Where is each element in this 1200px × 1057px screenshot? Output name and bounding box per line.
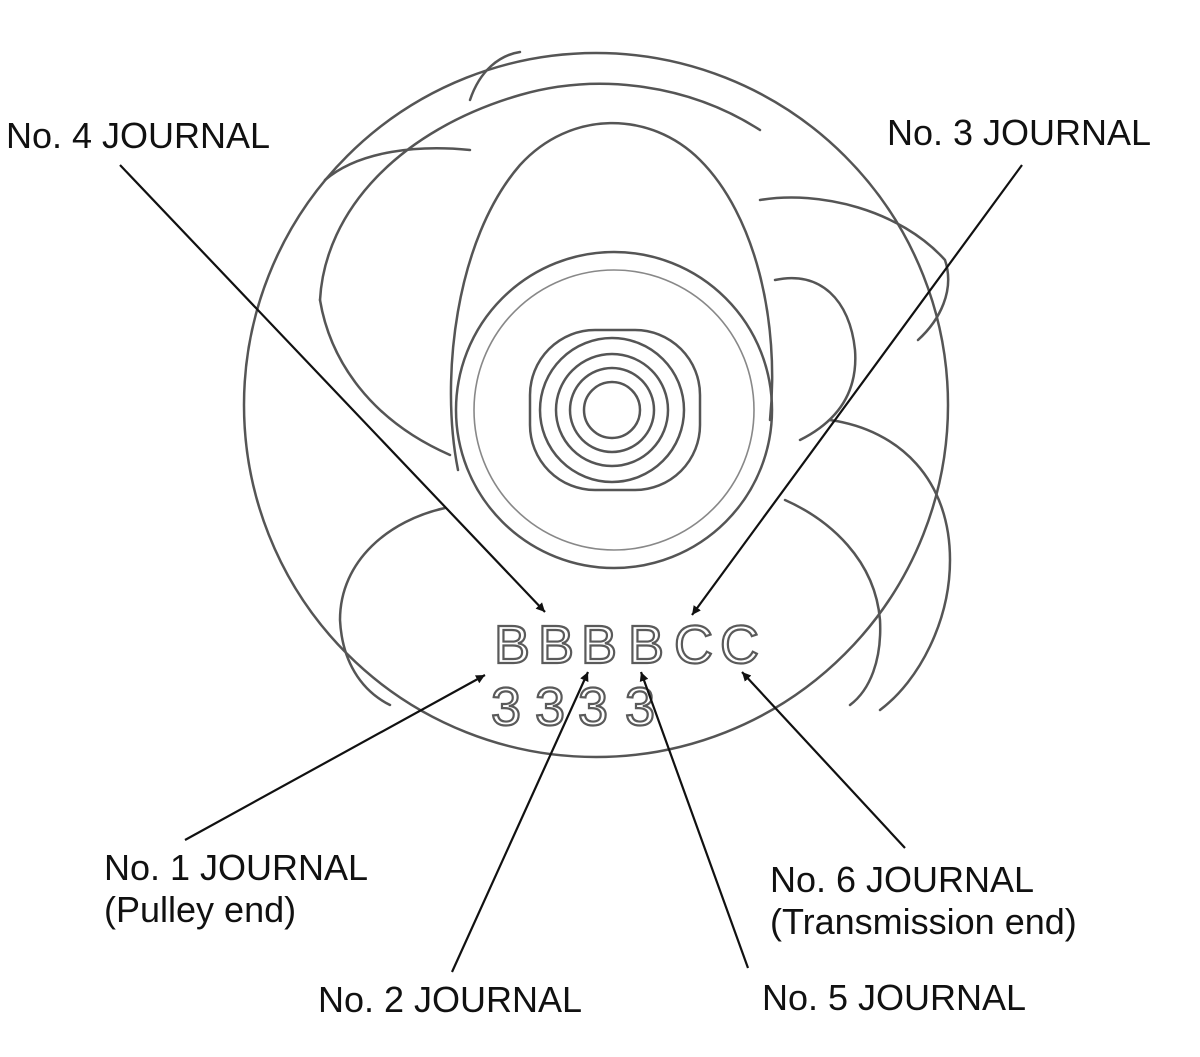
boss-ring-4 <box>582 380 642 440</box>
right-lobe-lower <box>828 418 952 712</box>
upper-lobe-edge <box>468 50 522 102</box>
mark-letter-1: B <box>494 615 530 675</box>
label-no1-journal: No. 1 JOURNAL <box>104 847 368 888</box>
mark-letter-3: B <box>581 615 617 675</box>
journal-outer-ring <box>454 250 774 570</box>
leader-no3 <box>691 164 1023 616</box>
upper-lobe-outline <box>318 82 762 302</box>
mark-number-4: 3 <box>625 677 655 737</box>
mark-number-3: 3 <box>578 677 608 737</box>
crankshaft-drawing <box>242 50 952 759</box>
mark-letter-5: C <box>674 615 713 675</box>
leader-no4 <box>119 164 546 613</box>
mark-number-1: 3 <box>491 677 521 737</box>
journal-code-marks: B B B B C C 3 3 3 3 <box>490 614 760 738</box>
central-arm-outline <box>449 121 774 472</box>
label-no6-journal: No. 6 JOURNAL <box>770 859 1034 900</box>
mark-letter-4: B <box>628 615 664 675</box>
mark-letter-6: C <box>720 615 759 675</box>
leader-no6 <box>741 671 906 849</box>
boss-ring-3 <box>568 366 656 454</box>
callout-labels: No. 4 JOURNAL No. 3 JOURNAL No. 1 JOURNA… <box>6 112 1151 1020</box>
right-lobe-upper <box>758 196 950 342</box>
journal-inner-ring <box>473 269 755 551</box>
left-web-outline <box>318 298 452 457</box>
label-no5-journal: No. 5 JOURNAL <box>762 977 1026 1018</box>
right-lobe-middle <box>773 276 857 442</box>
lower-right-web <box>783 498 882 707</box>
left-lobe-edge <box>323 147 472 182</box>
label-no3-journal: No. 3 JOURNAL <box>887 112 1151 153</box>
mark-number-2: 3 <box>535 677 565 737</box>
journal-boss <box>528 328 702 492</box>
label-no2-journal: No. 2 JOURNAL <box>318 979 582 1020</box>
leader-no1 <box>184 674 486 841</box>
boss-ring-1 <box>538 336 686 484</box>
label-no1-pulley-end: (Pulley end) <box>104 889 296 930</box>
leader-lines <box>119 164 1023 973</box>
lower-left-web <box>338 506 447 707</box>
label-no6-transmission-end: (Transmission end) <box>770 901 1077 942</box>
leader-no5 <box>639 671 750 969</box>
label-no4-journal: No. 4 JOURNAL <box>6 115 270 156</box>
leader-no2 <box>450 671 590 973</box>
outer-circle <box>242 51 950 759</box>
boss-ring-2 <box>554 352 670 468</box>
mark-letter-2: B <box>538 615 574 675</box>
